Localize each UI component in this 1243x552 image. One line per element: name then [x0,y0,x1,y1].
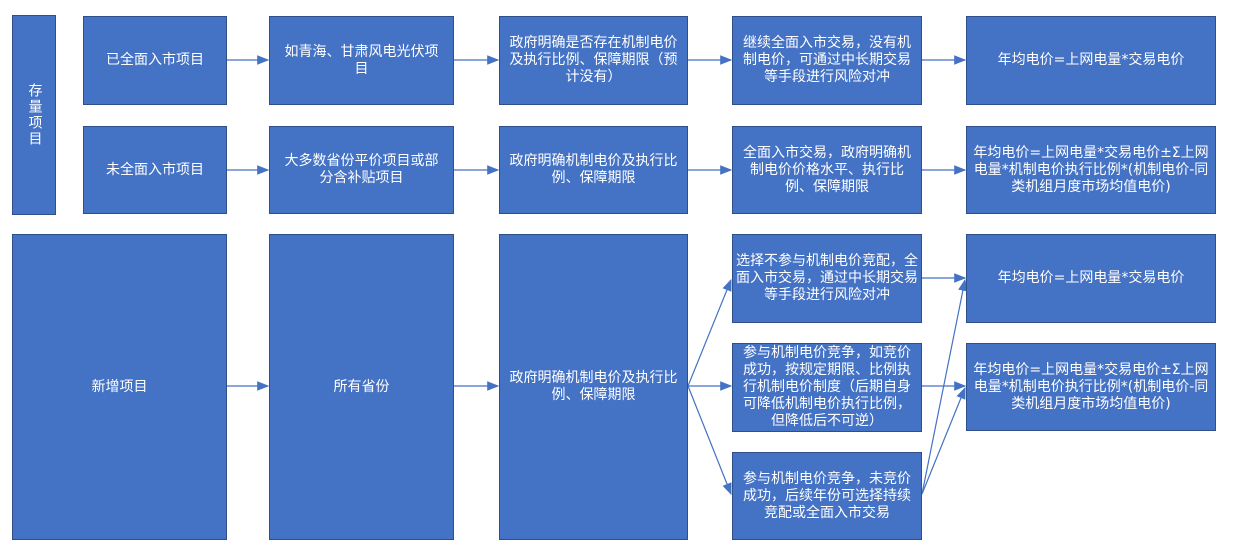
row2-policy: 政府明确机制电价及执行比例、保障期限 [499,126,688,214]
existing-projects-label: 存量项目 [12,15,56,215]
row1-category: 已全面入市项目 [83,16,227,105]
row2-scope: 大多数省份平价项目或部分含补贴项目 [269,126,454,214]
new-option-no-bid: 选择不参与机制电价竞配，全面入市交易，通过中长期交易等手段进行风险对冲 [732,234,922,323]
new-option-bid-success: 参与机制电价竞争，如竞价成功，按规定期限、比例执行机制电价制度（后期自身可降低机… [732,343,922,432]
new-projects-category: 新增项目 [12,234,227,540]
new-formula-mechanism: 年均电价=上网电量*交易电价±Σ上网电量*机制电价执行比例*(机制电价-同类机组… [966,343,1216,431]
row2-formula: 年均电价=上网电量*交易电价±Σ上网电量*机制电价执行比例*(机制电价-同类机组… [966,126,1216,214]
row1-formula: 年均电价=上网电量*交易电价 [966,16,1216,105]
new-scope: 所有省份 [269,234,454,540]
arrow [687,385,732,496]
arrow [921,278,968,495]
new-option-bid-fail: 参与机制电价竞争，未竞价成功，后续年份可选择持续竞配或全面入市交易 [732,452,922,540]
row2-action: 全面入市交易，政府明确机制电价价格水平、执行比例、保障期限 [732,126,922,214]
row1-action: 继续全面入市交易，没有机制电价，可通过中长期交易等手段进行风险对冲 [732,16,922,105]
arrow [687,278,732,387]
row2-category: 未全面入市项目 [83,126,227,214]
row1-scope: 如青海、甘肃风电光伏项目 [269,16,454,105]
row1-policy: 政府明确是否存在机制电价及执行比例、保障期限（预计没有） [499,16,688,105]
new-formula-market: 年均电价=上网电量*交易电价 [966,234,1216,323]
arrow [921,386,966,495]
new-policy: 政府明确机制电价及执行比例、保障期限 [499,234,688,540]
